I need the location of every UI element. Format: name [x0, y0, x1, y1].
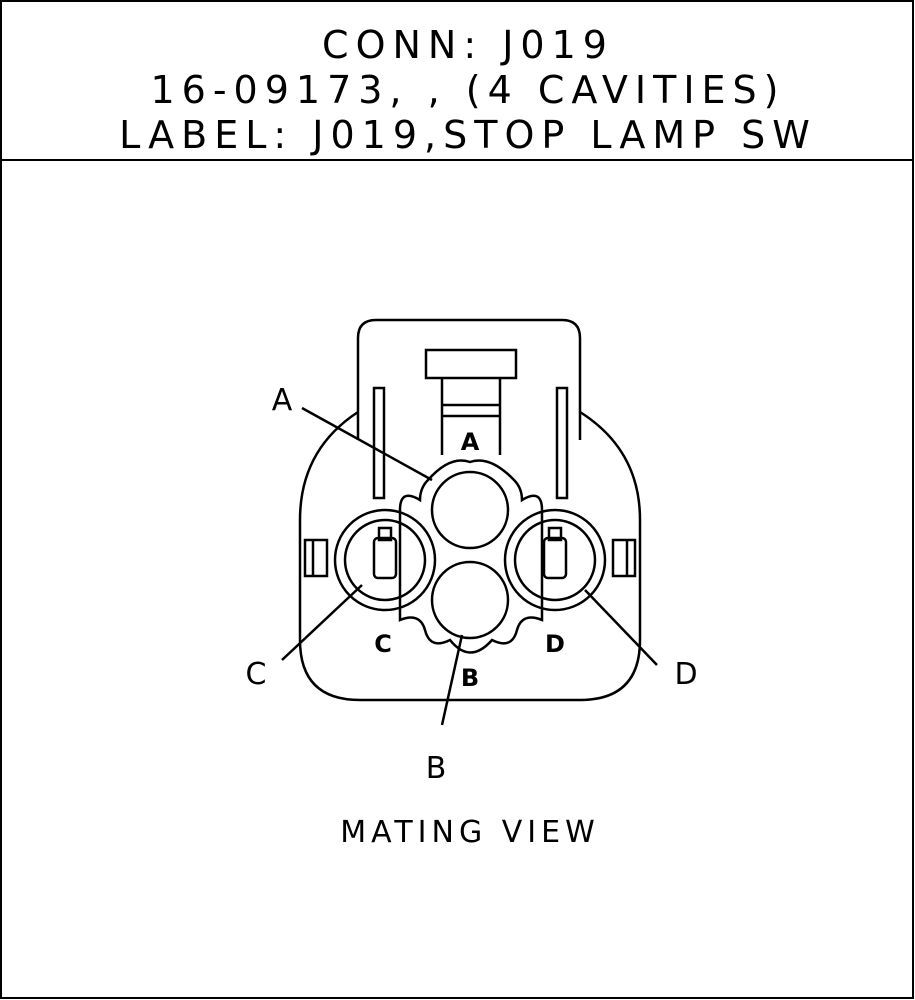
- callout-c: C: [246, 657, 267, 692]
- cavity-c-ring: [333, 508, 437, 612]
- leader-b: [440, 634, 464, 726]
- cavity-b: [430, 560, 510, 640]
- center-cluster-outline: [398, 459, 544, 654]
- leader-d: [584, 589, 658, 666]
- terminal-d: [542, 536, 568, 580]
- header-label-line: LABEL: J019,STOP LAMP SW: [119, 113, 817, 157]
- cavity-mark-a: A: [461, 428, 480, 456]
- lock-housing: [356, 318, 582, 440]
- callout-b: B: [426, 751, 447, 786]
- side-rib-left: [303, 538, 329, 578]
- callout-a: A: [272, 383, 293, 418]
- header-part-line: 16-09173, , (4 CAVITIES): [150, 68, 785, 112]
- main-body: [298, 410, 642, 702]
- leader-lines: [281, 406, 658, 726]
- side-rib-right: [611, 538, 637, 578]
- callout-d: D: [674, 657, 697, 692]
- latch-slot-left: [372, 386, 386, 500]
- connector-housing: [298, 318, 642, 702]
- cavity-d-ring: [503, 508, 607, 612]
- lock-tab: [424, 348, 518, 380]
- terminal-c: [372, 536, 398, 580]
- leader-c: [281, 584, 363, 661]
- cavity-mark-b: B: [461, 664, 479, 692]
- cavity-a: [430, 470, 510, 550]
- view-label: MATING VIEW: [340, 815, 599, 850]
- cavity-mark-d: D: [545, 630, 565, 658]
- leader-a: [301, 406, 433, 482]
- cavity-c: [343, 518, 427, 602]
- cavity-d: [513, 518, 597, 602]
- cavity-mark-c: C: [374, 630, 392, 658]
- header-connector-line: CONN: J019: [322, 23, 614, 67]
- latch-slot-right: [555, 386, 569, 500]
